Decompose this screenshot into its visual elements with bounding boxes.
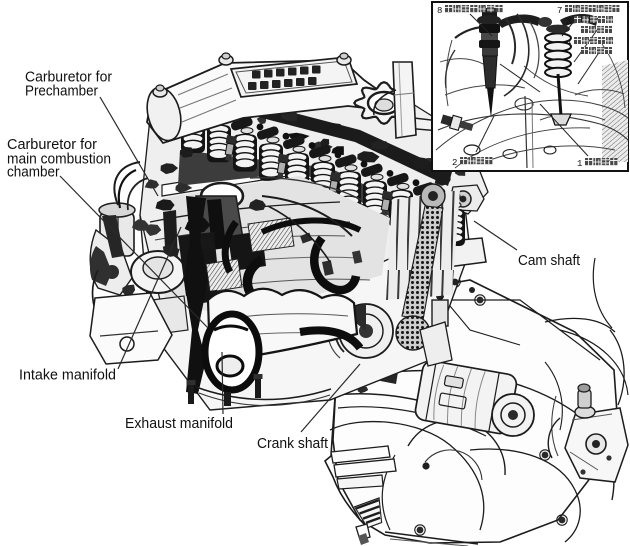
svg-text:Prechamber: Prechamber <box>25 83 98 100</box>
svg-text:Crank shaft: Crank shaft <box>257 435 329 452</box>
svg-text:Carburetor for: Carburetor for <box>25 69 112 86</box>
svg-text:8: 8 <box>437 6 442 16</box>
svg-text:Exhaust manifold: Exhaust manifold <box>125 415 233 432</box>
svg-text:3: 3 <box>566 17 571 27</box>
svg-text:Intake manifold: Intake manifold <box>19 367 116 384</box>
svg-text:Cam shaft: Cam shaft <box>518 252 581 269</box>
svg-text:7: 7 <box>557 6 562 16</box>
svg-text:Carburetor for: Carburetor for <box>7 136 97 153</box>
svg-text:main combustion: main combustion <box>7 151 111 168</box>
svg-text:4: 4 <box>566 38 571 48</box>
svg-text:1: 1 <box>577 159 582 169</box>
svg-text:2: 2 <box>452 158 457 168</box>
svg-text:chamber: chamber <box>7 164 60 181</box>
